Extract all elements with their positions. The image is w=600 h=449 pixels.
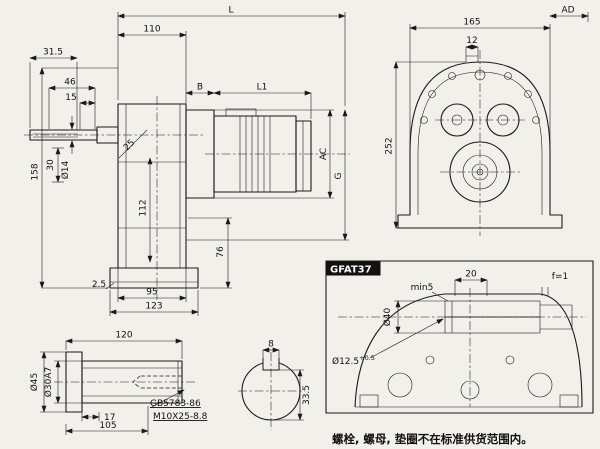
dim-min5: min5: [411, 283, 434, 293]
dim-165: 165: [463, 18, 480, 28]
dim-8: 8: [268, 340, 274, 350]
side-view-geometry: [24, 96, 350, 300]
dim-2-5: 2.5: [92, 280, 106, 290]
dim-L1: L1: [257, 83, 268, 93]
shaft-geometry: [54, 351, 196, 413]
dim-17: 17: [104, 413, 115, 423]
section-geometry: [238, 352, 305, 430]
dim-105: 105: [99, 421, 116, 431]
dim-112: 112: [139, 199, 149, 216]
dim-25: 25: [122, 138, 137, 153]
detail-geometry: [338, 288, 586, 408]
dim-AD: AD: [561, 6, 574, 16]
dim-110: 110: [143, 25, 160, 35]
dim-95: 95: [146, 288, 157, 298]
dim-L: L: [228, 6, 233, 16]
detail-view: GFAT37 20 m: [325, 260, 594, 414]
detail-title-bg: [326, 261, 381, 276]
front-view: 165 AD 12 252: [385, 6, 589, 236]
side-view-dimensions: L 110 31.5 46 15 B L1: [29, 6, 349, 316]
front-view-geometry: [397, 50, 563, 236]
dim-158: 158: [31, 163, 41, 180]
dim-dia12-5: Ø12.5+0.5: [332, 354, 375, 367]
section-view: 8 33.5: [238, 340, 312, 430]
dim-30: 30: [46, 159, 56, 171]
dim-AC: AC: [319, 148, 329, 160]
dim-dia40: Ø40: [382, 307, 393, 326]
detail-dimensions: 20 min5 f=1 Ø40 Ø12.5+0.5: [332, 270, 568, 368]
dim-20: 20: [465, 270, 477, 280]
detail-title: GFAT37: [330, 265, 372, 276]
dim-33-5: 33.5: [302, 385, 312, 405]
dim-46: 46: [64, 78, 76, 88]
dim-31-5: 31.5: [43, 48, 63, 58]
dim-76: 76: [216, 246, 226, 258]
side-view: L 110 31.5 46 15 B L1: [24, 6, 350, 316]
shaft-dimensions: 120 Ø45 Ø30A7 17 105 GB5783-86 M10X25-: [29, 331, 208, 435]
front-view-dimensions: 165 AD 12 252: [385, 6, 589, 229]
dim-dia12-5-tolerance: +0.5: [359, 354, 375, 362]
section-dimensions: 8 33.5: [262, 340, 312, 421]
label-bolt-spec: M10X25-8.8: [153, 412, 208, 422]
label-gb-standard: GB5783-86: [150, 399, 201, 409]
shaft-view: 120 Ø45 Ø30A7 17 105 GB5783-86 M10X25-: [29, 331, 208, 435]
dim-dia14: Ø14: [60, 160, 71, 179]
dim-G: G: [334, 172, 344, 179]
dim-dia45: Ø45: [29, 373, 40, 392]
note-supply-scope: 螺栓, 螺母, 垫圈不在标准供货范围内。: [332, 432, 533, 446]
dim-252: 252: [385, 137, 395, 154]
dim-dia30a7: Ø30A7: [43, 367, 54, 397]
detail-box-border: [325, 260, 594, 414]
dim-123: 123: [145, 302, 162, 312]
dim-120: 120: [115, 331, 132, 341]
dim-f1: f=1: [552, 272, 568, 282]
dim-15: 15: [65, 93, 76, 103]
dim-dia12-5-value: Ø12.5: [332, 356, 359, 367]
dim-B: B: [197, 83, 203, 93]
dim-12: 12: [466, 36, 477, 46]
